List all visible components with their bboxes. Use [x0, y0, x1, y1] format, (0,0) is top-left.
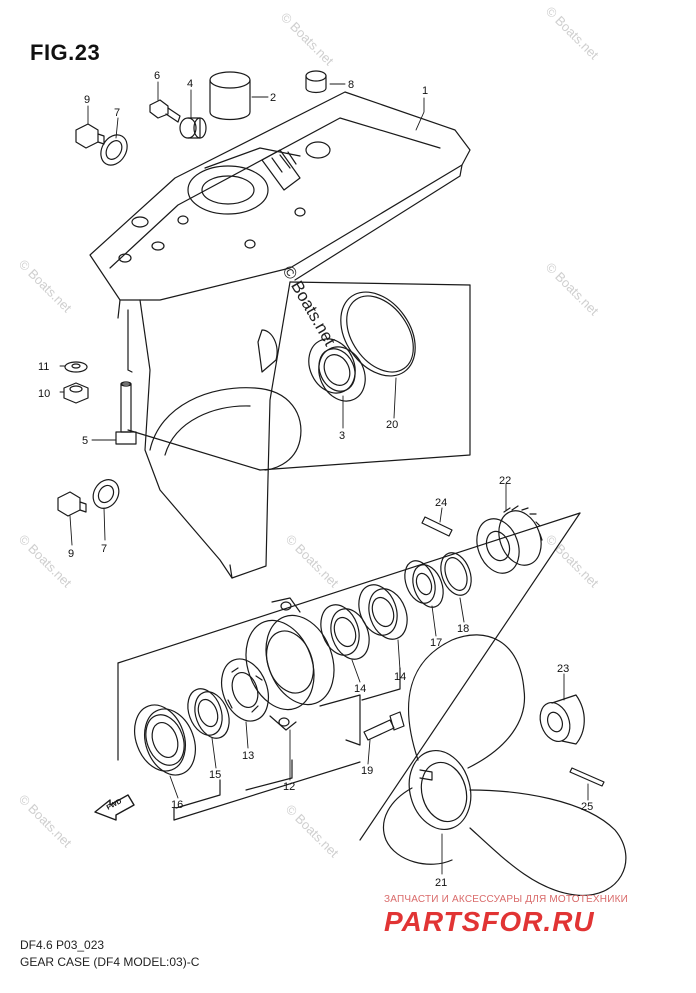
- watermark: © Boats.net: [16, 257, 75, 316]
- callout-21: 21: [435, 877, 447, 889]
- callout-16: 16: [171, 799, 183, 811]
- callout-14: 14: [394, 671, 406, 683]
- part-water-tube-seal-2: [209, 71, 251, 121]
- callout-14: 14: [354, 683, 366, 695]
- watermark: © Boats.net: [543, 532, 602, 591]
- forward-arrow-icon: FWD: [94, 794, 135, 821]
- callout-9: 9: [84, 94, 90, 106]
- part-gasket-13: [221, 658, 269, 722]
- callout-24: 24: [435, 497, 447, 509]
- callout-18: 18: [457, 623, 469, 635]
- part-shaft-housing-12: [245, 597, 335, 731]
- callout-20: 20: [386, 419, 398, 431]
- callout-25: 25: [581, 801, 593, 813]
- watermark: © Boats.net: [283, 802, 342, 861]
- part-drain-plug-9: [75, 123, 105, 149]
- callout-5: 5: [82, 435, 88, 447]
- callout-23: 23: [557, 663, 569, 675]
- watermark: © Boats.net: [16, 792, 75, 851]
- gear-case-housing: [89, 91, 471, 579]
- callout-22: 22: [499, 475, 511, 487]
- callout-frame: [127, 281, 471, 471]
- part-pin-8: [305, 70, 327, 94]
- part-washer-11: [64, 361, 88, 373]
- figure-code: DF4.6 P03_023: [20, 938, 105, 952]
- part-stud-bolt-5: [115, 381, 137, 445]
- fwd-label: FWD: [106, 798, 123, 812]
- watermark: © Boats.net: [543, 260, 602, 319]
- callout-7: 7: [114, 107, 120, 119]
- part-bearing-14: [320, 604, 370, 660]
- callout-3: 3: [339, 430, 345, 442]
- part-shim-18: [440, 552, 472, 596]
- callout-7: 7: [101, 543, 107, 555]
- callout-2: 2: [270, 92, 276, 104]
- part-nut-10: [63, 382, 89, 404]
- part-spacer-22: [476, 505, 543, 574]
- callout-15: 15: [209, 769, 221, 781]
- part-gasket-7: [100, 134, 128, 166]
- callout-1: 1: [422, 85, 428, 97]
- callout-6: 6: [154, 70, 160, 82]
- part-oil-seal-15: [187, 688, 230, 739]
- callout-8: 8: [348, 79, 354, 91]
- callout-17: 17: [430, 637, 442, 649]
- part-gasket-7: [92, 479, 120, 509]
- part-bearing-14: [358, 584, 408, 640]
- part-propeller-21: [382, 634, 627, 896]
- watermark: © Boats.net: [283, 532, 342, 591]
- watermark: © Boats.net: [278, 10, 337, 69]
- watermark: © Boats.net: [543, 4, 602, 63]
- callout-labels: 1 2 3 4 5 6 7 7 8 9 9 10 11 12 13 14 14 …: [38, 70, 593, 889]
- callout-9: 9: [68, 548, 74, 560]
- part-o-ring-20: [340, 291, 416, 377]
- callout-10: 10: [38, 388, 50, 400]
- brand-tagline: ЗАПЧАСТИ И АКСЕССУАРЫ ДЛЯ МОТОТЕХНИКИ: [384, 894, 629, 905]
- callout-4: 4: [187, 78, 193, 90]
- callout-12: 12: [283, 781, 295, 793]
- figure-caption: GEAR CASE (DF4 MODEL:03)-C: [20, 955, 200, 969]
- watermark: © Boats.net: [16, 532, 75, 591]
- part-bearing-16: [134, 704, 196, 776]
- watermark-layer: © Boats.net © Boats.net © Boats.net © Bo…: [16, 4, 602, 861]
- part-thrust-washer-17: [404, 560, 444, 608]
- callout-11: 11: [38, 361, 49, 373]
- lower-assembly-frame: [117, 512, 581, 841]
- leader-lines: [59, 81, 589, 875]
- part-plug-9: [57, 491, 87, 517]
- callout-19: 19: [361, 765, 373, 777]
- brand-logo: PARTSFOR.RU: [384, 906, 595, 937]
- watermark-main: © Boats.net: [279, 263, 340, 350]
- callout-13: 13: [242, 750, 254, 762]
- part-bolt-6: [149, 99, 181, 123]
- part-cap-nut-23: [539, 694, 585, 745]
- figure-title: FIG.23: [30, 40, 101, 65]
- part-bolt-19: [363, 711, 405, 741]
- part-pin-24: [421, 516, 453, 537]
- part-bearing-3: [308, 338, 366, 402]
- part-cotter-pin-25: [569, 767, 605, 787]
- part-bushing-4: [179, 117, 207, 139]
